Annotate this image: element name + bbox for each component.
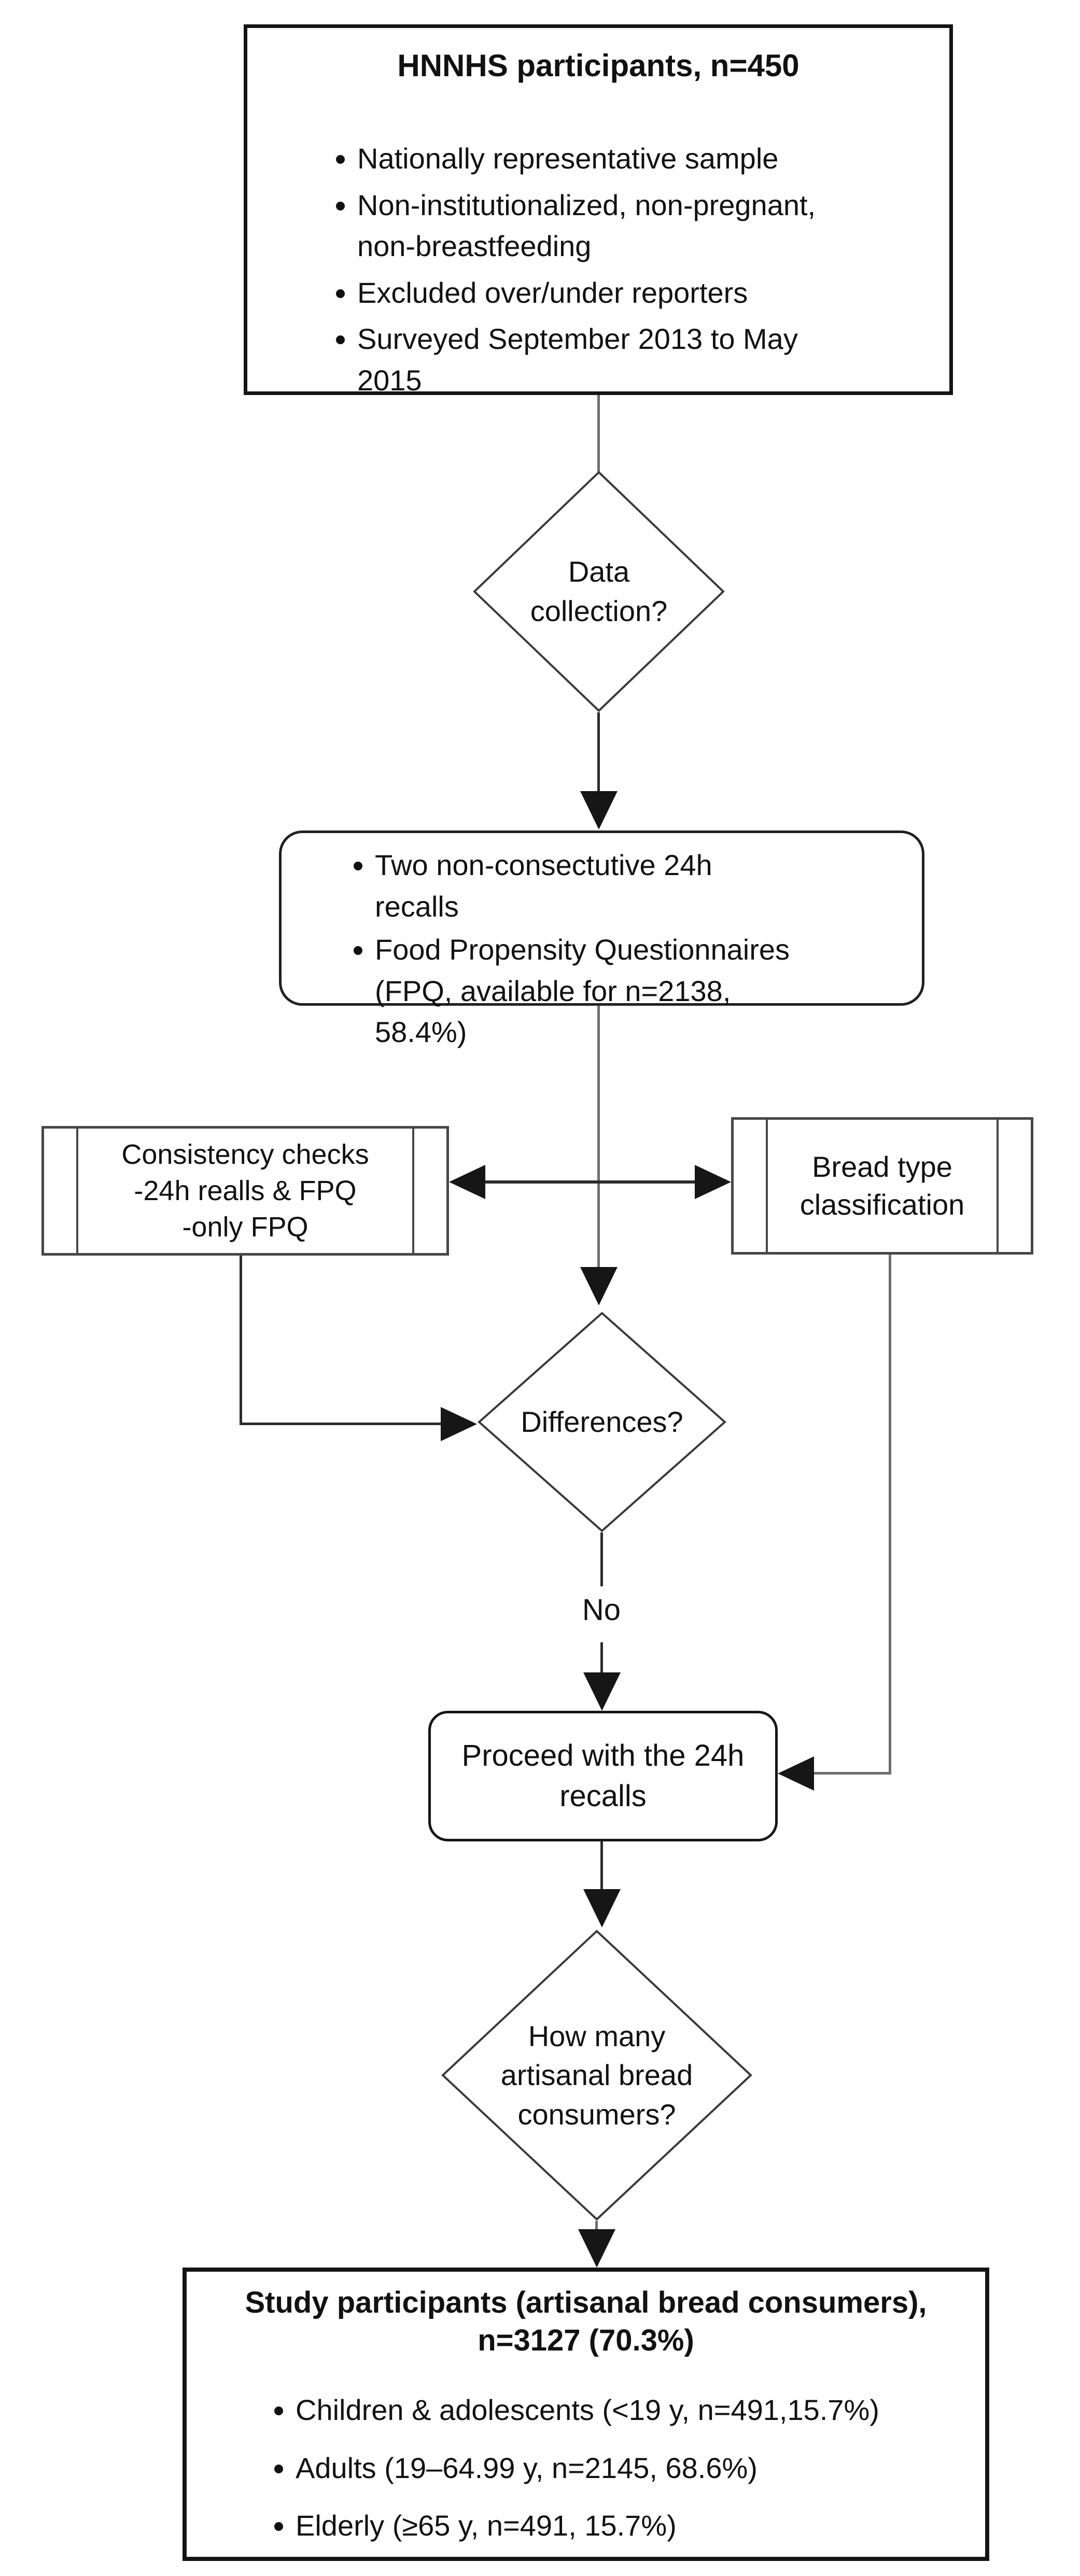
bullet-item: Excluded over/under reporters: [357, 272, 831, 314]
no-branch-label: No: [557, 1593, 646, 1627]
proceed-label: Proceed with the 24h recalls: [461, 1738, 745, 1813]
consistency-line: -only FPQ: [182, 1212, 308, 1243]
result-box-title: Study participants (artisanal bread cons…: [187, 2284, 985, 2359]
methods-bullet-list: Two non-consectutive 24h recalls Food Pr…: [343, 844, 792, 1053]
result-title-line1: Study participants (artisanal bread cons…: [245, 2286, 927, 2319]
predef-inner-line: [76, 1129, 78, 1253]
connector-line: [814, 1772, 891, 1775]
result-title-line2: n=3127 (70.3%): [478, 2323, 694, 2357]
bullet-item: Adults (19–64.99 y, n=2145, 68.6%): [296, 2447, 989, 2489]
decision-consumers: How many artisanal bread consumers?: [441, 1930, 752, 2221]
participants-box-title: HNNHS participants, n=450: [397, 48, 800, 83]
arrowhead-left-icon: [449, 1165, 485, 1199]
predef-inner-line: [412, 1129, 414, 1253]
diamond-shape: [478, 1312, 726, 1532]
consistency-line: Consistency checks: [121, 1138, 369, 1170]
double-arrow-line: [477, 1180, 705, 1184]
participants-bullet-list: Nationally representative sample Non-ins…: [325, 138, 831, 401]
arrowhead-left-icon: [778, 1756, 814, 1791]
connector-line: [597, 1006, 600, 1269]
bread-type-box: Bread type classification: [731, 1117, 1033, 1255]
participants-box: HNNHS participants, n=450 Nationally rep…: [244, 24, 953, 397]
decision-differences: Differences?: [478, 1312, 726, 1532]
bullet-item: Children & adolescents (<19 y, n=491,15.…: [296, 2389, 989, 2431]
diamond-shape: [441, 1930, 752, 2221]
connector-line: [240, 1256, 242, 1425]
arrowhead-down-icon: [580, 791, 618, 829]
bullet-item: Elderly (≥65 y, n=491, 15.7%): [296, 2505, 989, 2546]
study-participants-box: Study participants (artisanal bread cons…: [183, 2268, 989, 2561]
consistency-checks-box: Consistency checks -24h realls & FPQ -on…: [41, 1126, 449, 1256]
connector-line: [597, 395, 600, 472]
arrowhead-down-icon: [583, 1889, 621, 1927]
arrowhead-right-icon: [441, 1407, 477, 1441]
bullet-item: Food Propensity Questionnaires (FPQ, ava…: [375, 929, 792, 1053]
consistency-line: -24h realls & FPQ: [134, 1175, 357, 1206]
arrowhead-down-icon: [578, 2229, 615, 2268]
consistency-checks-text: Consistency checks -24h realls & FPQ -on…: [121, 1136, 369, 1246]
decision-label: Data collection?: [530, 555, 668, 627]
decision-data-collection: Data collection?: [473, 471, 725, 712]
predef-inner-line: [766, 1120, 768, 1252]
bullet-item: Surveyed September 2013 to May 2015: [357, 318, 831, 401]
decision-label: How many artisanal bread consumers?: [500, 2019, 693, 2131]
connector-line: [600, 1532, 603, 1586]
bullet-item: Nationally representative sample: [357, 138, 831, 179]
connector-line: [597, 712, 600, 794]
connector-line: [240, 1423, 442, 1425]
proceed-box: Proceed with the 24h recalls: [428, 1711, 778, 1841]
connector-line: [600, 1642, 603, 1674]
decision-label: Differences?: [521, 1405, 683, 1439]
bread-type-label: Bread type classification: [800, 1150, 965, 1221]
bullet-item: Non-institutionalized, non-pregnant, non…: [357, 185, 831, 267]
predef-inner-line: [997, 1120, 999, 1252]
bullet-item: Two non-consectutive 24h recalls: [375, 844, 792, 927]
arrowhead-right-icon: [695, 1165, 731, 1199]
diamond-shape: [473, 471, 725, 712]
connector-line: [595, 2221, 598, 2232]
connector-line: [600, 1841, 603, 1891]
arrowhead-down-icon: [580, 1267, 618, 1305]
result-bullet-list: Children & adolescents (<19 y, n=491,15.…: [263, 2389, 989, 2546]
methods-box: Two non-consectutive 24h recalls Food Pr…: [279, 830, 924, 1048]
arrowhead-down-icon: [583, 1672, 621, 1711]
connector-line: [889, 1255, 891, 1775]
